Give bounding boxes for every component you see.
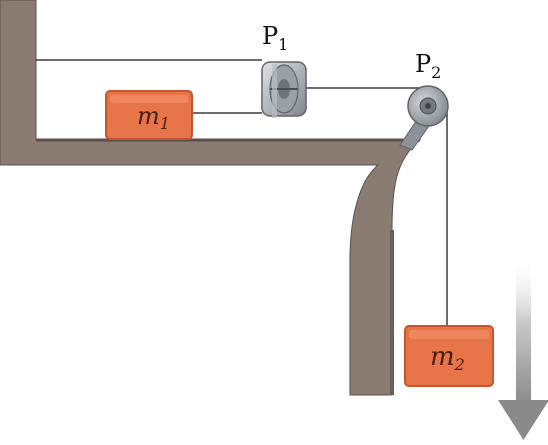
mass-m2: m2 bbox=[404, 325, 494, 387]
pulley-p2 bbox=[399, 85, 449, 151]
mass-m1-label: m1 bbox=[137, 102, 170, 133]
pulley-p1-label: P1 bbox=[262, 22, 288, 54]
pulley-p1 bbox=[261, 61, 307, 118]
pulley-p2-label: P2 bbox=[415, 50, 441, 82]
down-arrow-icon bbox=[498, 255, 548, 440]
mass-m2-label: m2 bbox=[430, 342, 465, 374]
mass-m1: m1 bbox=[105, 90, 193, 140]
